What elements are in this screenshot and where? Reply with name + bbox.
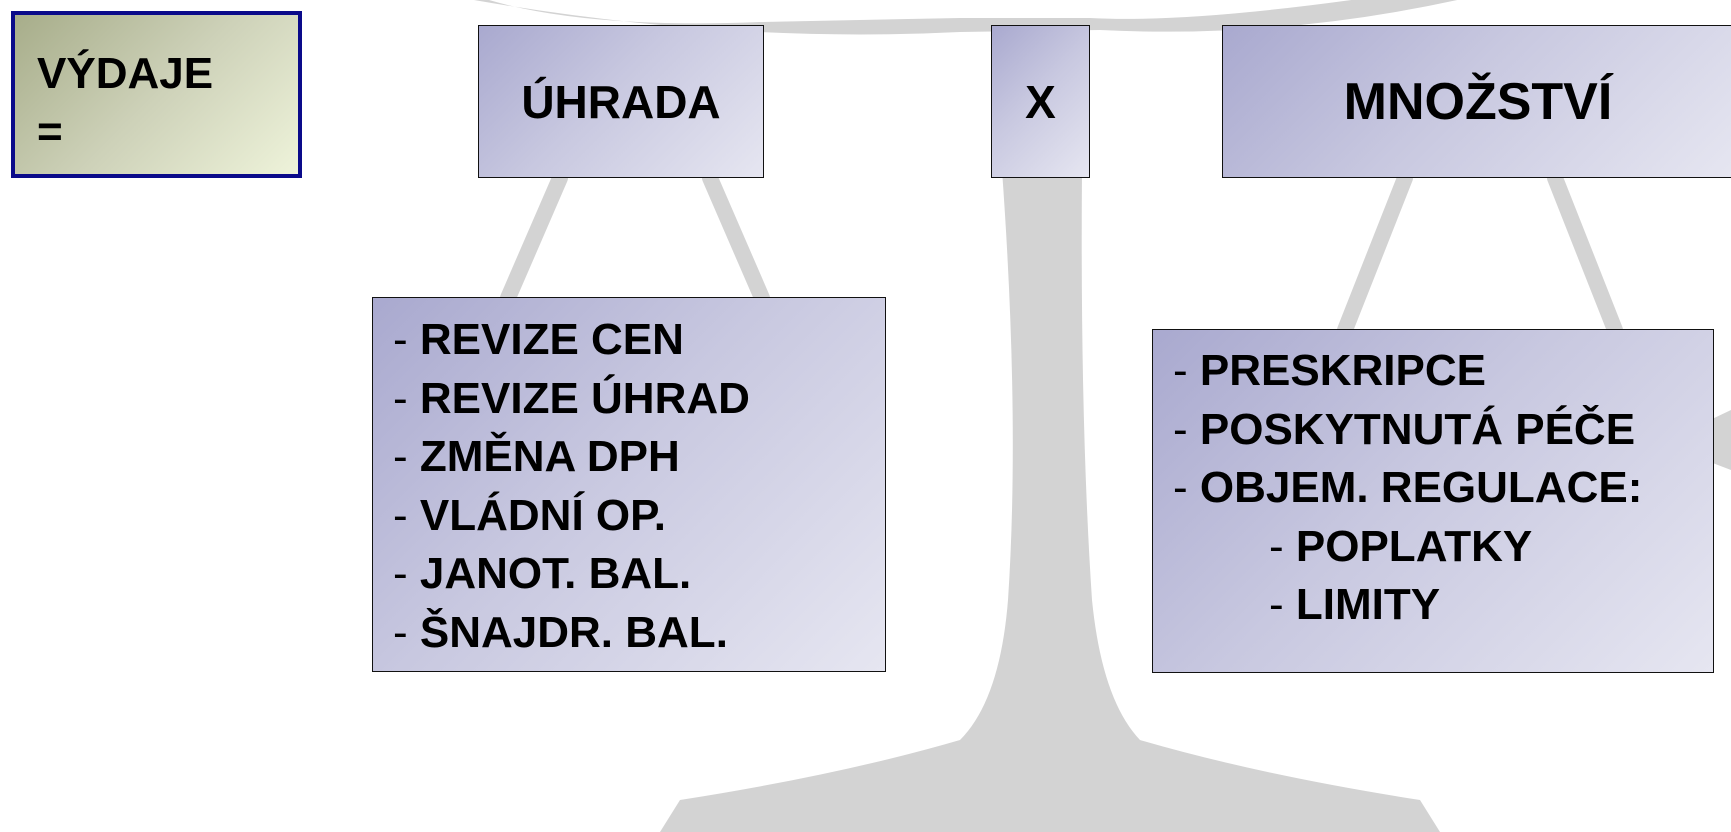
left-string-1 xyxy=(500,170,568,306)
multiply-operator: X xyxy=(1025,75,1056,128)
right-string-1 xyxy=(1337,170,1413,338)
right-string-2 xyxy=(1547,170,1623,338)
scale-pillar xyxy=(660,170,1440,832)
list-subitem: - POPLATKY xyxy=(1269,521,1533,571)
list-item: - REVIZE CEN xyxy=(393,315,684,364)
list-item: - PRESKRIPCE xyxy=(1173,346,1486,395)
mnozstvi-factors-list: - PRESKRIPCE - POSKYTNUTÁ PÉČE - OBJEM. … xyxy=(1152,329,1714,673)
uhrada-label: ÚHRADA xyxy=(521,75,721,128)
list-item: - POSKYTNUTÁ PÉČE xyxy=(1173,404,1636,454)
mnozstvi-header-box: MNOŽSTVÍ xyxy=(1222,25,1731,178)
list-item: - JANOT. BAL. xyxy=(393,549,692,598)
vydaje-label-box: VÝDAJE = xyxy=(11,11,302,178)
vydaje-label: VÝDAJE xyxy=(37,49,214,98)
list-subitem: - LIMITY xyxy=(1269,580,1441,629)
list-item: - REVIZE ÚHRAD xyxy=(393,373,750,423)
equals-sign: = xyxy=(37,107,63,156)
list-item: - VLÁDNÍ OP. xyxy=(393,490,667,540)
list-item: - OBJEM. REGULACE: xyxy=(1173,463,1643,512)
list-item: - ŠNAJDR. BAL. xyxy=(393,607,728,657)
mnozstvi-label: MNOŽSTVÍ xyxy=(1343,72,1613,131)
uhrada-factors-list: - REVIZE CEN - REVIZE ÚHRAD - ZMĚNA DPH … xyxy=(372,297,886,672)
uhrada-header-box: ÚHRADA xyxy=(478,25,764,178)
multiply-operator-box: X xyxy=(991,25,1090,178)
list-item: - ZMĚNA DPH xyxy=(393,432,680,481)
left-string-2 xyxy=(702,170,770,306)
